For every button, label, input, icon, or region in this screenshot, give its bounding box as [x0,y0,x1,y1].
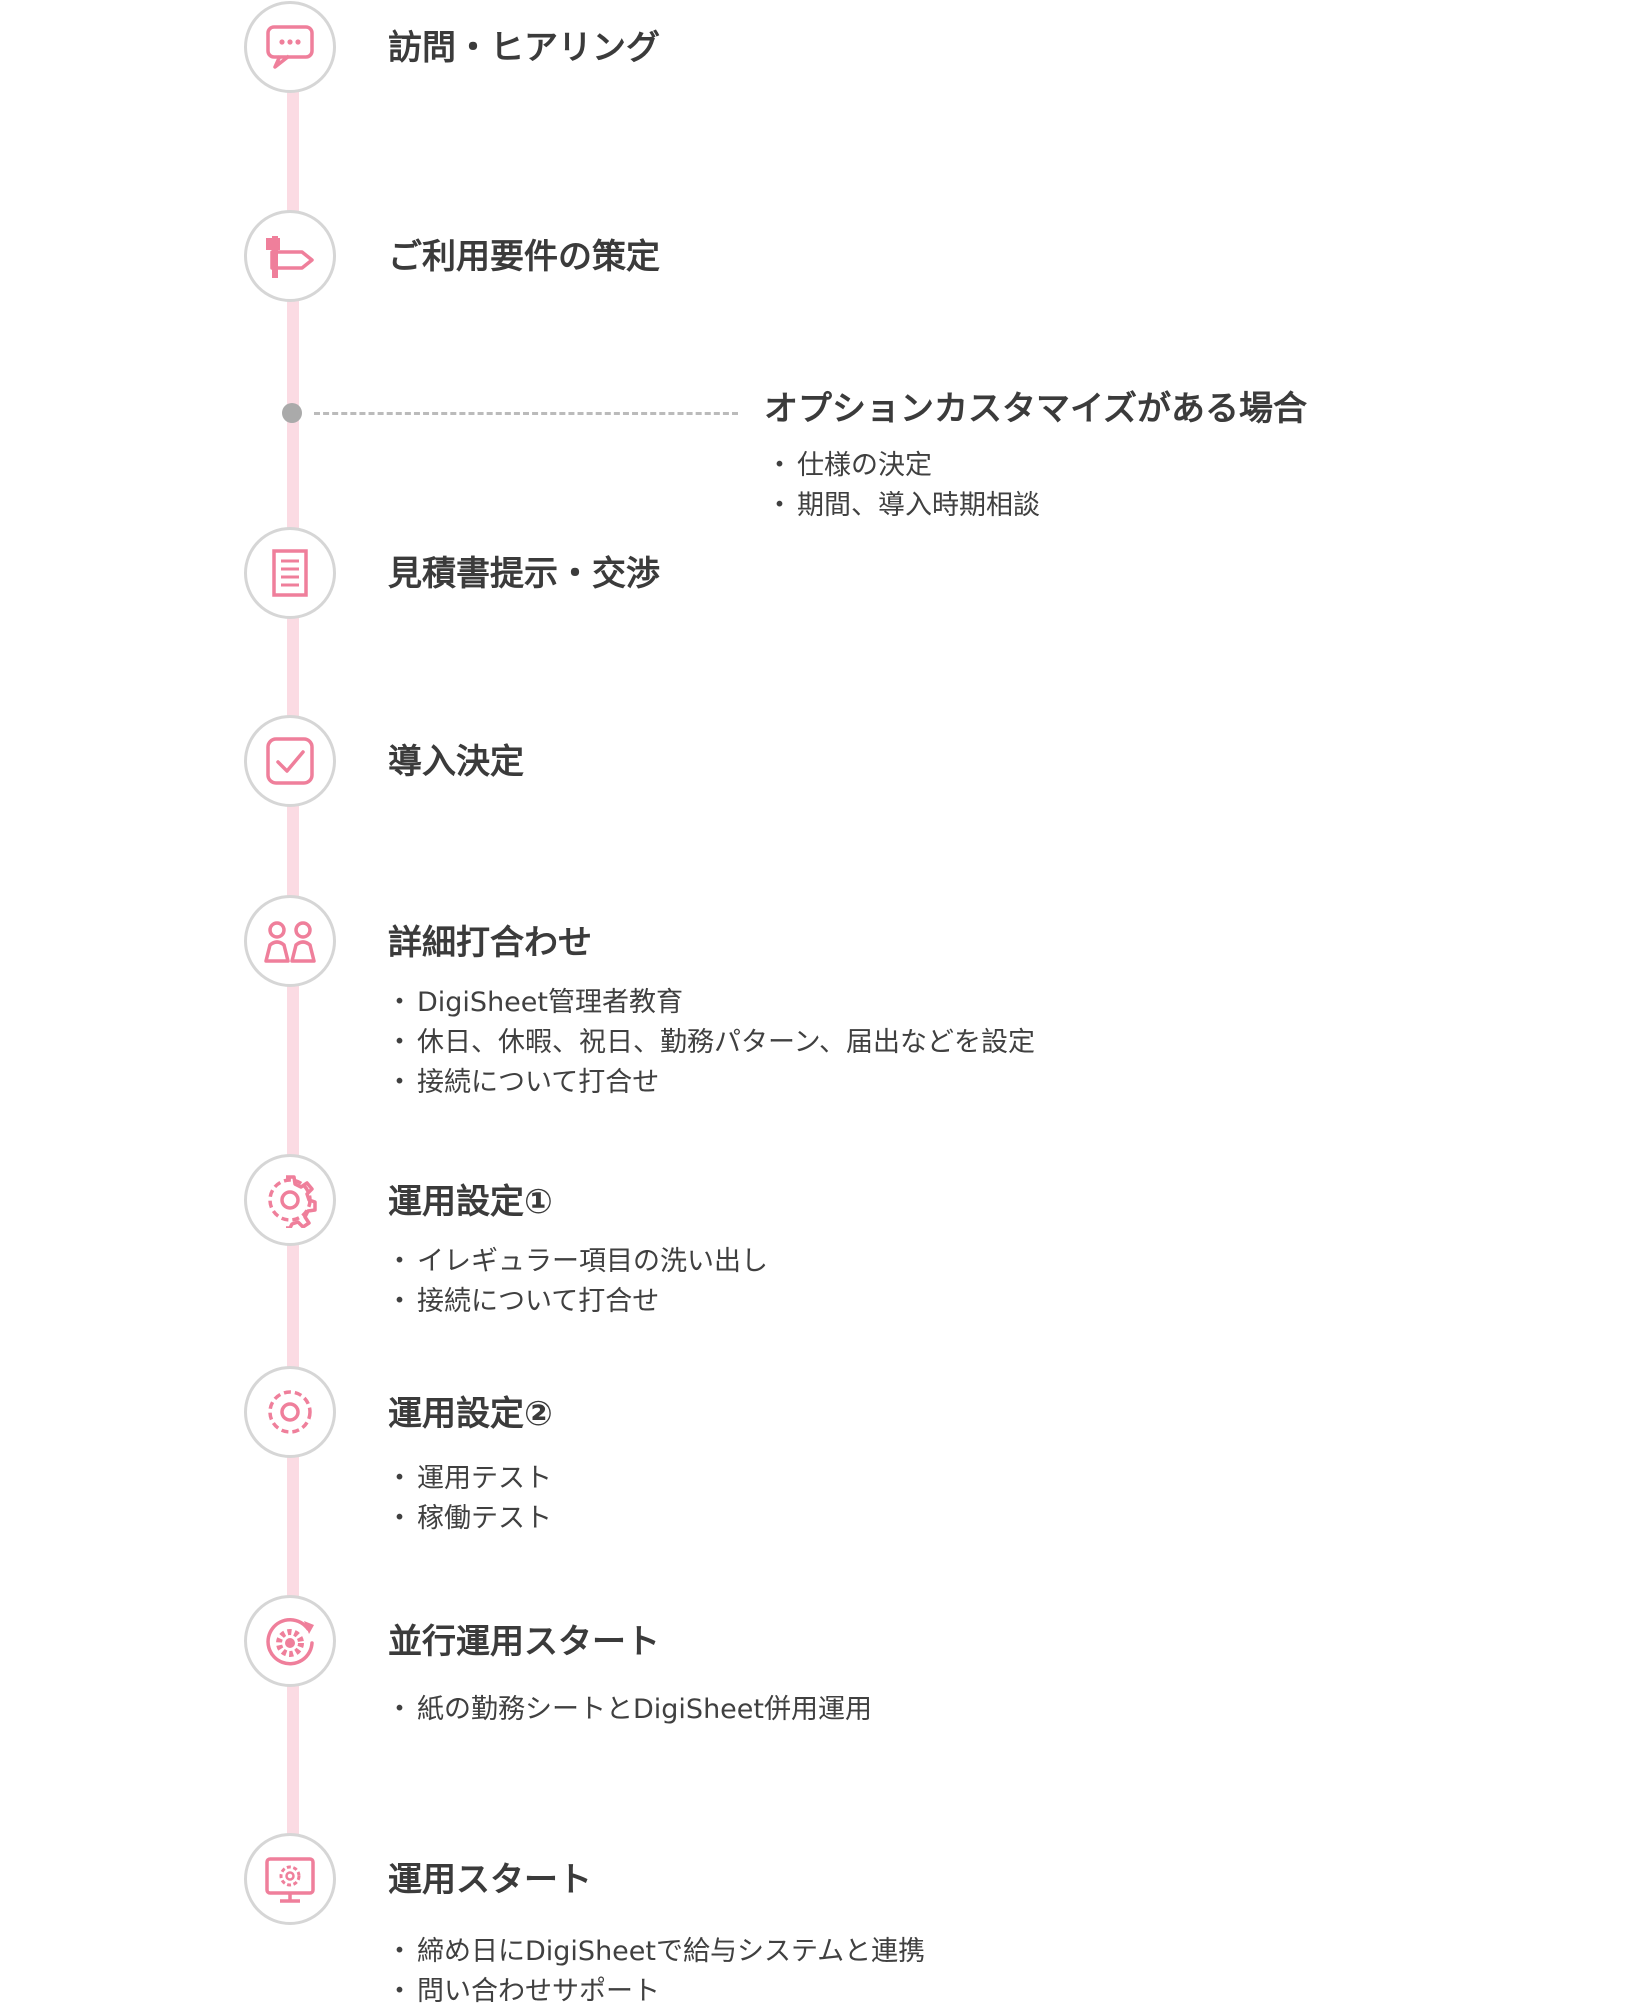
step-bullets: 紙の勤務シートとDigiSheet併用運用 [386,1690,872,1730]
list-item: 運用テスト [386,1459,552,1499]
step-icon-hearing [244,1,336,93]
step-icon-decision [244,715,336,807]
list-item: 仕様の決定 [766,446,1040,486]
list-item: 休日、休暇、祝日、勤務パターン、届出などを設定 [386,1023,1035,1063]
step-icon-start [244,1833,336,1925]
step-bullets: 締め日にDigiSheetで給与システムと連携 問い合わせサポート [386,1932,925,2012]
step-title: 見積書提示・交渉 [388,554,660,594]
document-icon [272,549,308,597]
chat-bubble-icon [266,25,314,69]
step-title: 運用スタート [388,1860,592,1900]
gear-icon [268,1390,312,1434]
option-title: オプションカスタマイズがある場合 [764,389,1307,429]
step-title: 詳細打合わせ [388,923,592,963]
list-item: 紙の勤務シートとDigiSheet併用運用 [386,1690,872,1730]
list-item: 接続について打合せ [386,1063,1035,1103]
list-item: 稼働テスト [386,1499,552,1539]
gear-icon [268,1175,317,1228]
people-icon [264,921,316,963]
step-icon-setup-2 [244,1366,336,1458]
step-bullets: イレギュラー項目の洗い出し 接続について打合せ [386,1242,768,1322]
list-item: 接続について打合せ [386,1282,768,1322]
list-item: 期間、導入時期相談 [766,486,1040,526]
checkbox-icon [266,737,314,785]
step-bullets: DigiSheet管理者教育 休日、休暇、祝日、勤務パターン、届出などを設定 接… [386,983,1035,1103]
option-branch-dash [314,412,738,415]
step-icon-estimate [244,527,336,619]
step-title: 導入決定 [388,742,524,782]
gear-cycle-icon [266,1618,314,1666]
list-item: DigiSheet管理者教育 [386,983,1035,1023]
list-item: 問い合わせサポート [386,1972,925,2012]
step-title: 運用設定① [388,1182,553,1222]
step-title: 訪問・ヒアリング [388,28,660,68]
step-icon-meeting [244,895,336,987]
step-icon-setup-1 [244,1154,336,1246]
option-bullets: 仕様の決定 期間、導入時期相談 [766,446,1040,526]
step-icon-parallel [244,1595,336,1687]
step-title: 運用設定② [388,1394,553,1434]
step-bullets: 運用テスト 稼働テスト [386,1459,552,1539]
signpost-icon [266,236,314,278]
step-title: 並行運用スタート [388,1622,660,1662]
list-item: 締め日にDigiSheetで給与システムと連携 [386,1932,925,1972]
option-branch-dot [282,403,302,423]
monitor-gear-icon [265,1857,315,1903]
step-icon-requirements [244,210,336,302]
list-item: イレギュラー項目の洗い出し [386,1242,768,1282]
step-title: ご利用要件の策定 [388,237,660,277]
